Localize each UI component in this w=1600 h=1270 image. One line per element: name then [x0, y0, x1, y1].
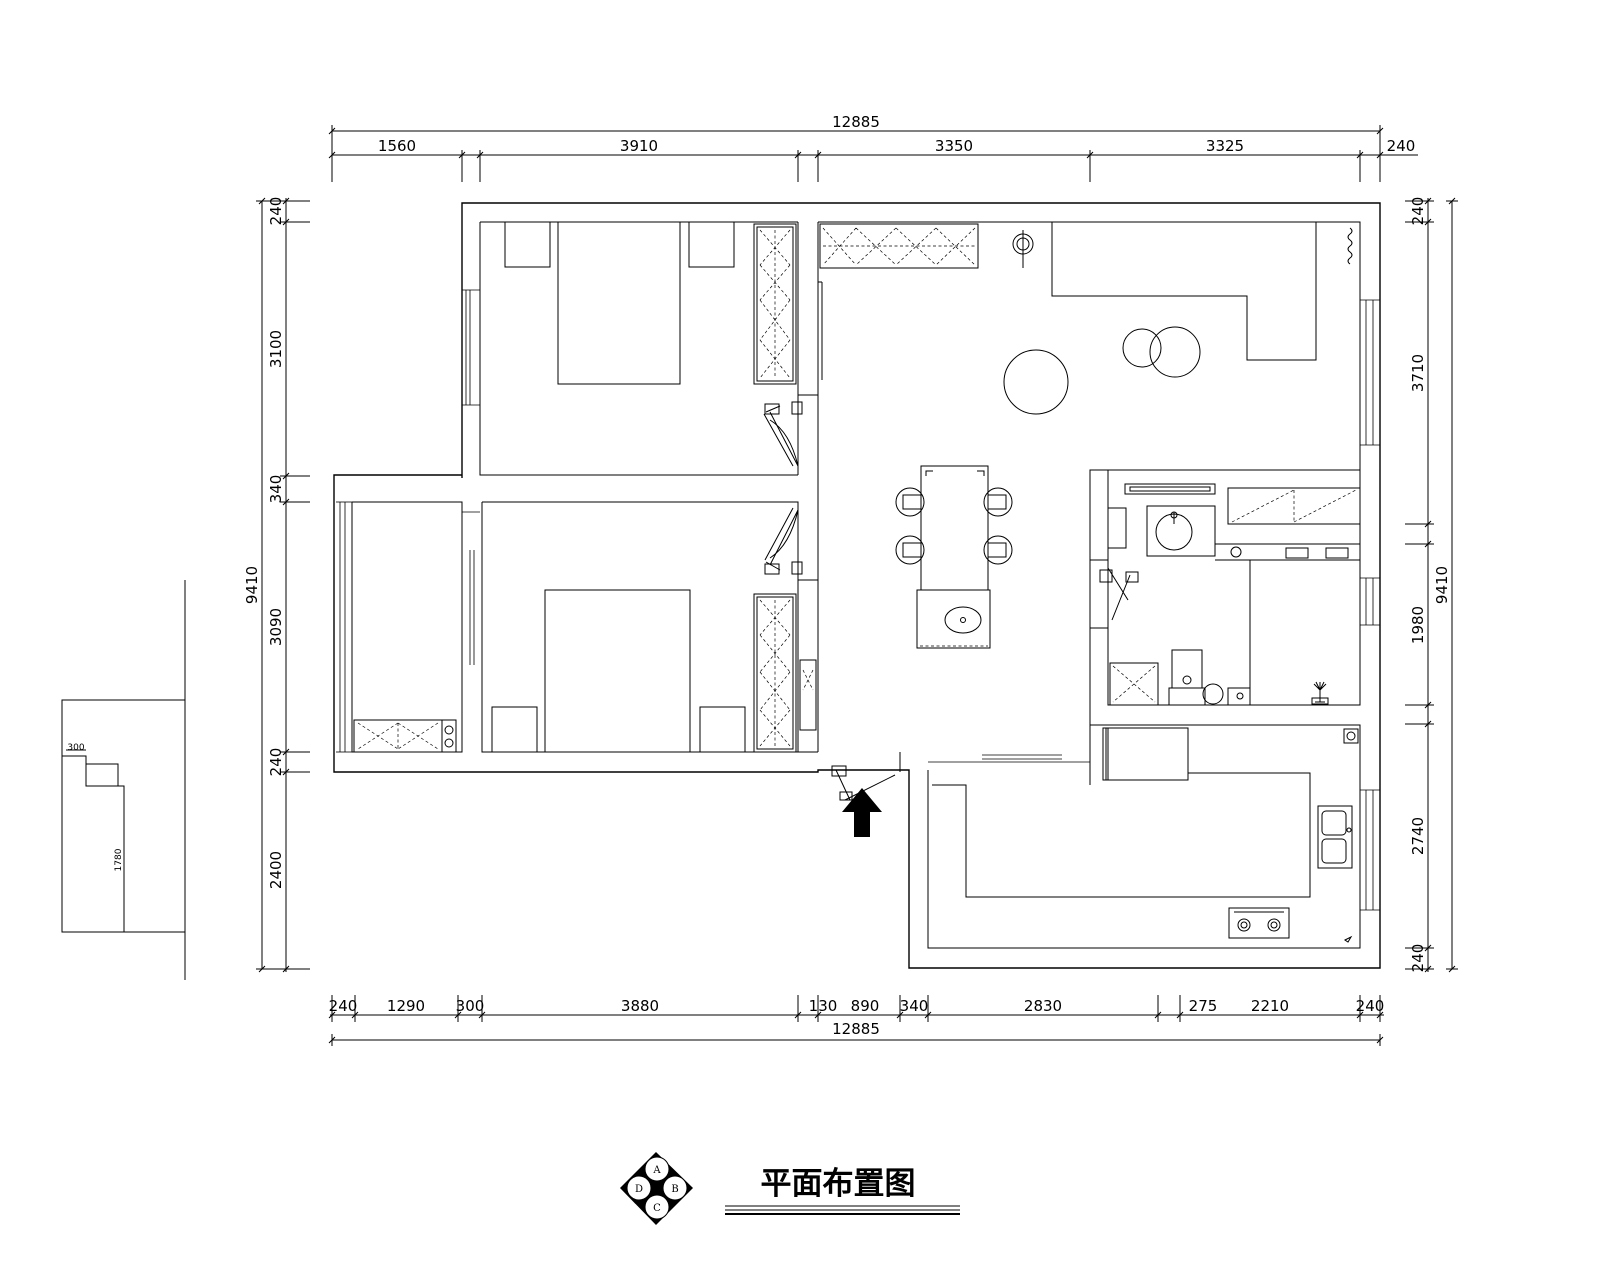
legend-a: A [652, 1165, 661, 1176]
dim-left-6: 2400 [267, 851, 285, 889]
dim-bottom-6: 890 [851, 997, 880, 1015]
entrance-arrow-icon [842, 788, 882, 837]
dim-bottom-4: 3880 [621, 997, 659, 1015]
study-room [353, 719, 457, 753]
dim-bottom-3: 300 [456, 997, 485, 1015]
stair-detail: 300 1780 [61, 580, 186, 980]
dim-bottom-7: 340 [900, 997, 929, 1015]
bathroom [1107, 483, 1251, 706]
dim-bottom-2: 1290 [387, 997, 425, 1015]
dim-right-1: 240 [1409, 197, 1427, 226]
dim-right-3: 1980 [1409, 606, 1427, 644]
title-underline [725, 1205, 960, 1215]
dim-top-4: 3325 [1206, 137, 1244, 155]
dim-left-2: 3100 [267, 330, 285, 368]
detail-dim-1780: 1780 [114, 848, 124, 871]
bedroom-lower [491, 589, 817, 753]
dim-top-1: 1560 [378, 137, 416, 155]
dim-left-total: 9410 [243, 566, 261, 604]
dim-bottom-11: 240 [1356, 997, 1385, 1015]
dim-left-1: 240 [267, 197, 285, 226]
dim-top-3: 3350 [935, 137, 973, 155]
living-dining [819, 222, 1353, 649]
dim-right-4: 2740 [1409, 817, 1427, 855]
dim-top-total: 12885 [832, 113, 880, 131]
page-title: 平面布置图 [761, 1166, 916, 1202]
dim-bottom-total: 12885 [832, 1020, 880, 1038]
kitchen [932, 727, 1359, 943]
utility-area [1215, 487, 1361, 705]
legend-symbol: A B C D [620, 1152, 693, 1225]
dim-right-total: 9410 [1433, 566, 1451, 604]
dim-bottom-5: 130 [809, 997, 838, 1015]
doors [763, 281, 1139, 801]
dimension-texts: 12885 1560 3910 3350 3325 240 240 1290 3… [243, 113, 1451, 1038]
dimension-lines [256, 125, 1458, 1046]
dim-top-5: 240 [1387, 137, 1416, 155]
dim-right-2: 3710 [1409, 354, 1427, 392]
legend-d: D [635, 1184, 643, 1195]
detail-dim-300: 300 [67, 743, 84, 753]
dim-left-4: 3090 [267, 608, 285, 646]
dim-top-2: 3910 [620, 137, 658, 155]
dim-bottom-1: 240 [329, 997, 358, 1015]
walls [333, 202, 1381, 969]
dim-bottom-10: 2210 [1251, 997, 1289, 1015]
legend-c: C [653, 1203, 661, 1214]
dimension-ticks [258, 127, 1456, 1044]
dim-bottom-8: 2830 [1024, 997, 1062, 1015]
dim-right-5: 240 [1409, 944, 1427, 973]
legend-b: B [671, 1184, 678, 1195]
dim-bottom-9: 275 [1189, 997, 1218, 1015]
dim-left-3: 340 [267, 475, 285, 504]
bedroom-upper [504, 221, 797, 385]
dim-left-5: 240 [267, 748, 285, 777]
